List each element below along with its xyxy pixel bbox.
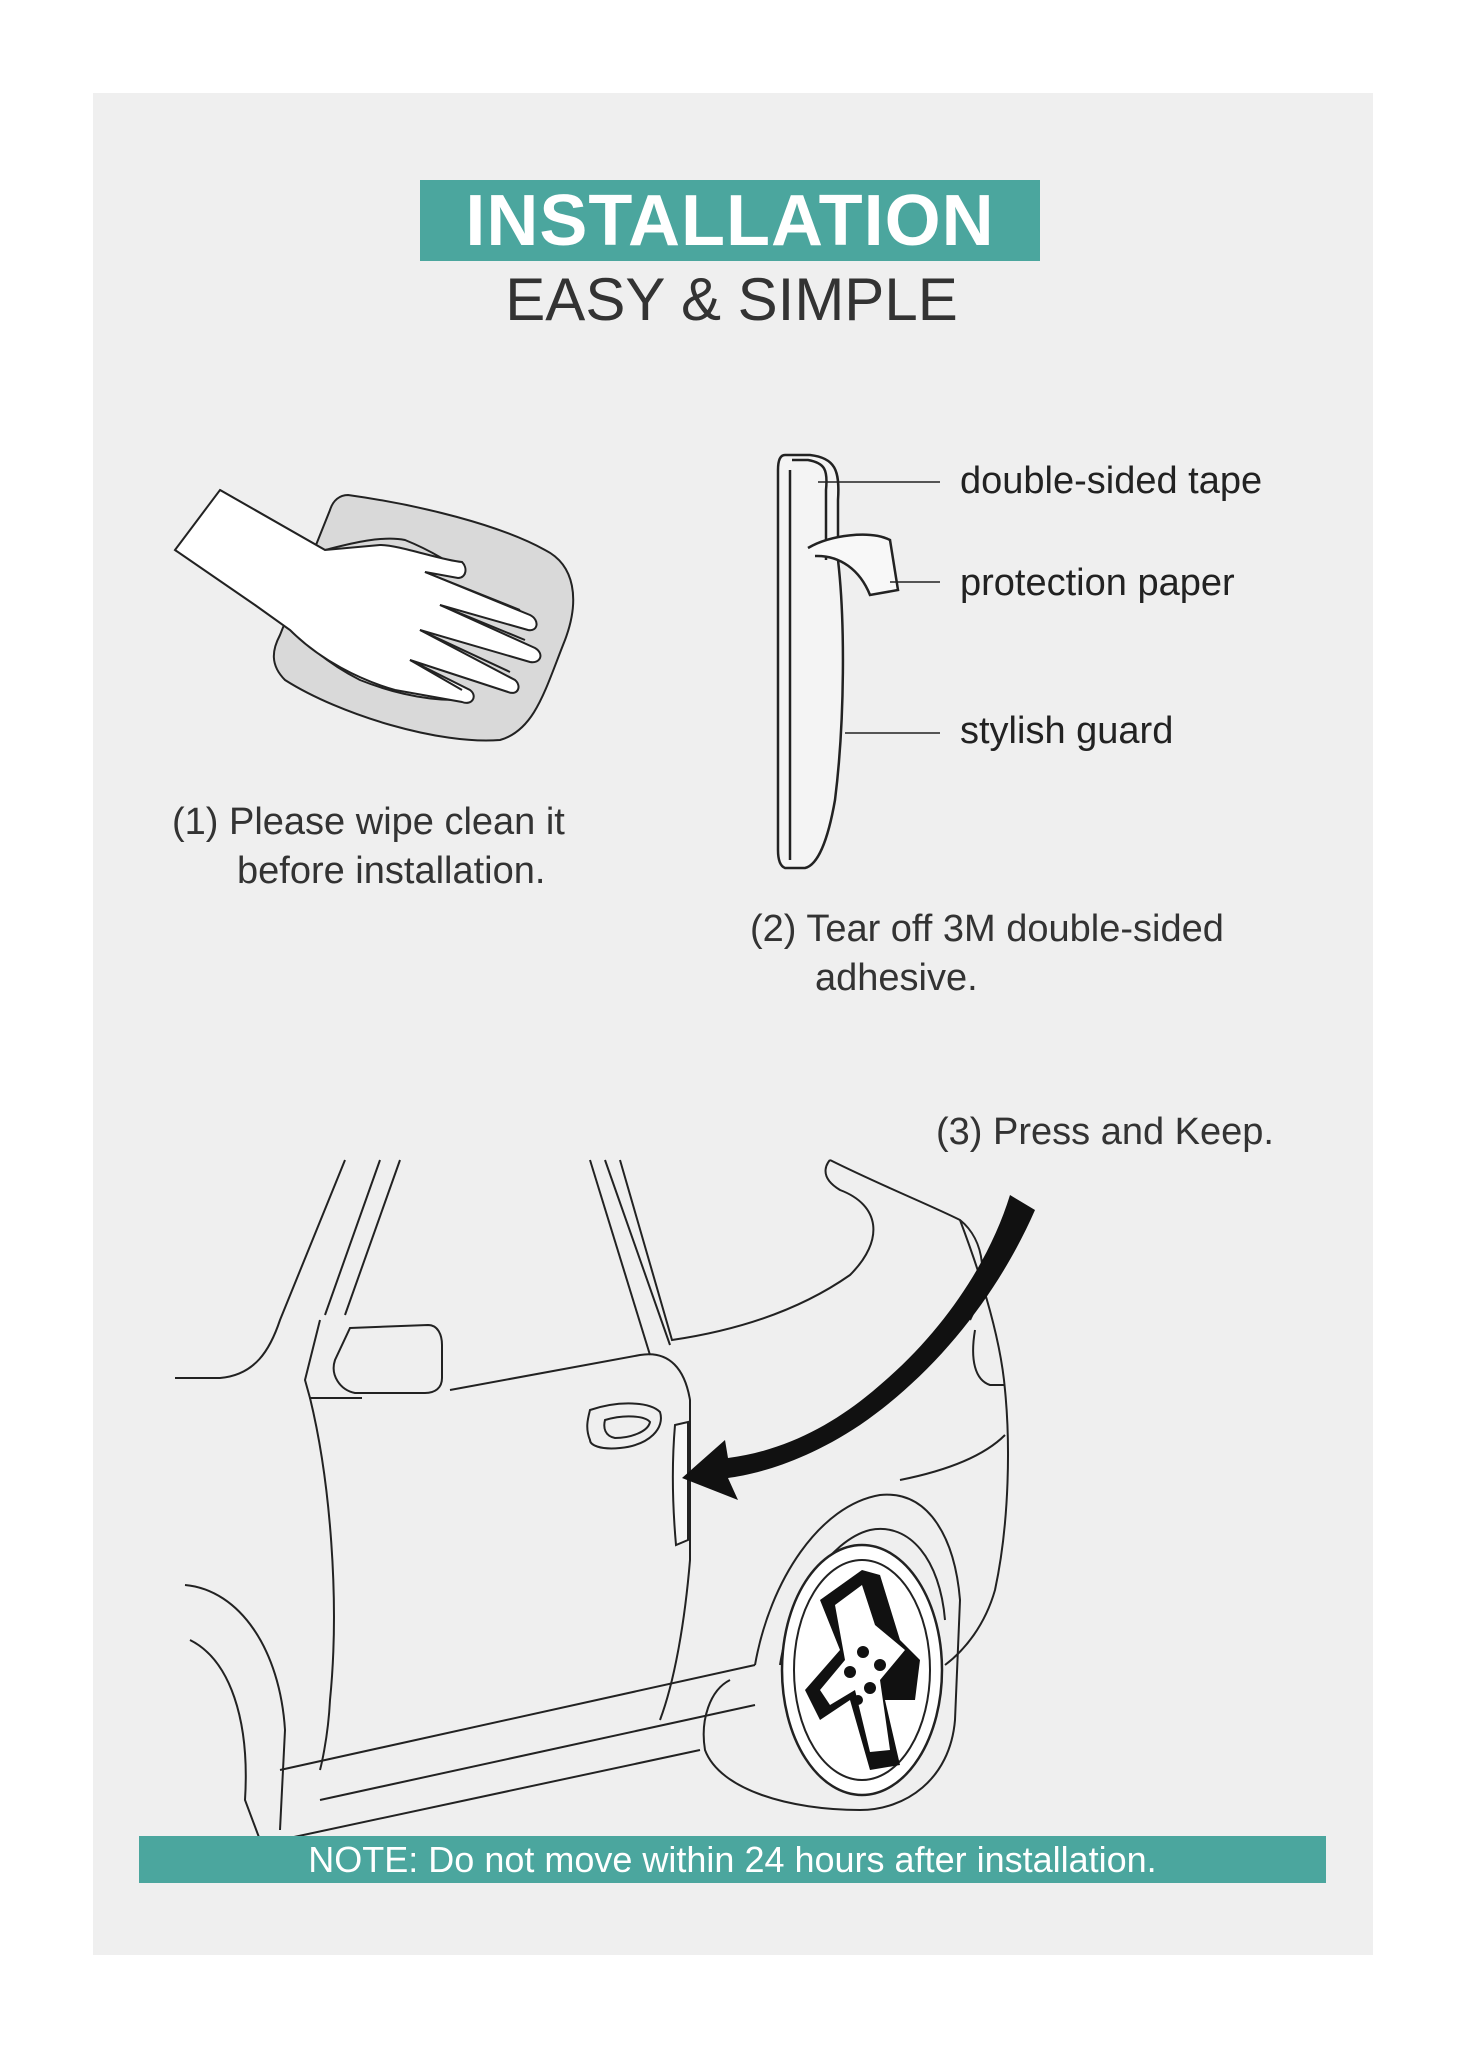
step-2-line-1: (2) Tear off 3M double-sided xyxy=(750,908,1224,950)
page-subtitle: EASY & SIMPLE xyxy=(505,266,958,333)
callout-paper: protection paper xyxy=(960,562,1235,604)
note-text: NOTE: Do not move within 24 hours after … xyxy=(308,1838,1157,1880)
step-1-line-1: (1) Please wipe clean it xyxy=(172,801,565,843)
callout-tape: double-sided tape xyxy=(960,460,1263,502)
title-banner: INSTALLATION xyxy=(420,180,1040,261)
hand-wiping-icon xyxy=(173,488,575,742)
step-1-text: (1) Please wipe clean it before installa… xyxy=(172,798,565,895)
step-2-line-2: adhesive. xyxy=(815,956,978,999)
step-2-text: (2) Tear off 3M double-sided adhesive. xyxy=(750,905,1224,1002)
step-3-text: (3) Press and Keep. xyxy=(936,1111,1274,1153)
page-title: INSTALLATION xyxy=(465,180,995,261)
callout-guard: stylish guard xyxy=(960,710,1174,752)
car-side-icon xyxy=(175,1159,1009,1841)
instruction-card xyxy=(93,93,1373,1955)
step-1-line-2: before installation. xyxy=(237,849,546,892)
wheel-icon xyxy=(780,1543,944,1797)
guard-strip-icon xyxy=(776,453,940,870)
note-banner: NOTE: Do not move within 24 hours after … xyxy=(139,1836,1326,1883)
press-arrow-icon xyxy=(682,1195,1035,1500)
